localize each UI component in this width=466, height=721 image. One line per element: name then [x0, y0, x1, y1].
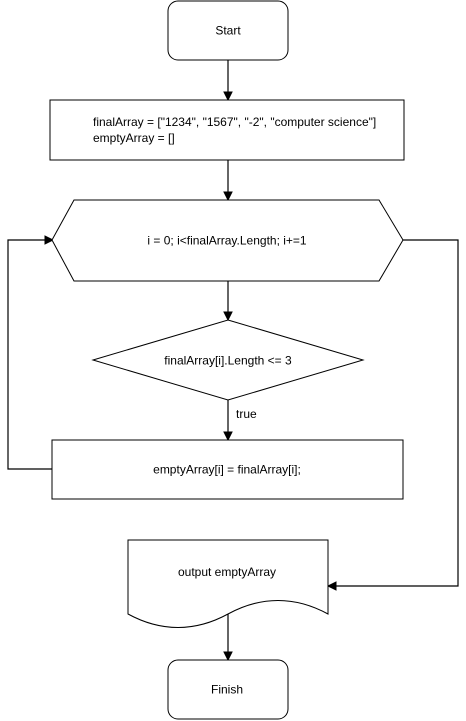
- arrowhead-condition-to-assign: [223, 431, 233, 442]
- finish-node[interactable]: Finish: [167, 659, 289, 720]
- assign-process-node[interactable]: emptyArray[i] = finalArray[i];: [51, 439, 404, 500]
- arrowhead-assign-to-loop: [44, 235, 55, 245]
- edge-label-true: true: [236, 407, 257, 421]
- loop-node-label: i = 0; i<finalArray.Length; i+=1: [147, 234, 307, 248]
- arrowhead-loop-to-output: [326, 581, 337, 591]
- init-process-line2: emptyArray = []: [93, 131, 175, 145]
- condition-node[interactable]: finalArray[i].Length <= 3: [91, 319, 365, 401]
- start-node-shape: [167, 0, 289, 61]
- edge-loop-to-output: [336, 239, 459, 587]
- start-node-label: Start: [215, 24, 241, 38]
- init-process-node[interactable]: finalArray = ["1234", "1567", "-2", "com…: [49, 99, 405, 161]
- arrowhead-init-to-loop: [223, 191, 233, 202]
- output-node-shape: [127, 539, 329, 628]
- condition-node-shape: [91, 319, 365, 401]
- output-node[interactable]: output emptyArray: [127, 539, 329, 628]
- finish-node-shape: [167, 659, 289, 720]
- assign-process-shape: [51, 439, 404, 500]
- loop-node[interactable]: i = 0; i<finalArray.Length; i+=1: [51, 199, 404, 282]
- start-node[interactable]: Start: [167, 0, 289, 61]
- output-node-label: output emptyArray: [178, 565, 276, 579]
- finish-node-label: Finish: [211, 683, 243, 697]
- arrowhead-start-to-init: [223, 91, 233, 102]
- loop-node-shape: [51, 199, 404, 282]
- arrowhead-loop-to-condition: [223, 311, 233, 322]
- init-process-line1: finalArray = ["1234", "1567", "-2", "com…: [93, 115, 376, 129]
- assign-process-label: emptyArray[i] = finalArray[i];: [153, 463, 301, 477]
- arrowhead-output-to-finish: [223, 651, 233, 662]
- edge-assign-to-loop: [7, 239, 52, 470]
- condition-node-label: finalArray[i].Length <= 3: [164, 354, 292, 368]
- edges: [7, 60, 459, 662]
- init-process-shape: [49, 99, 405, 161]
